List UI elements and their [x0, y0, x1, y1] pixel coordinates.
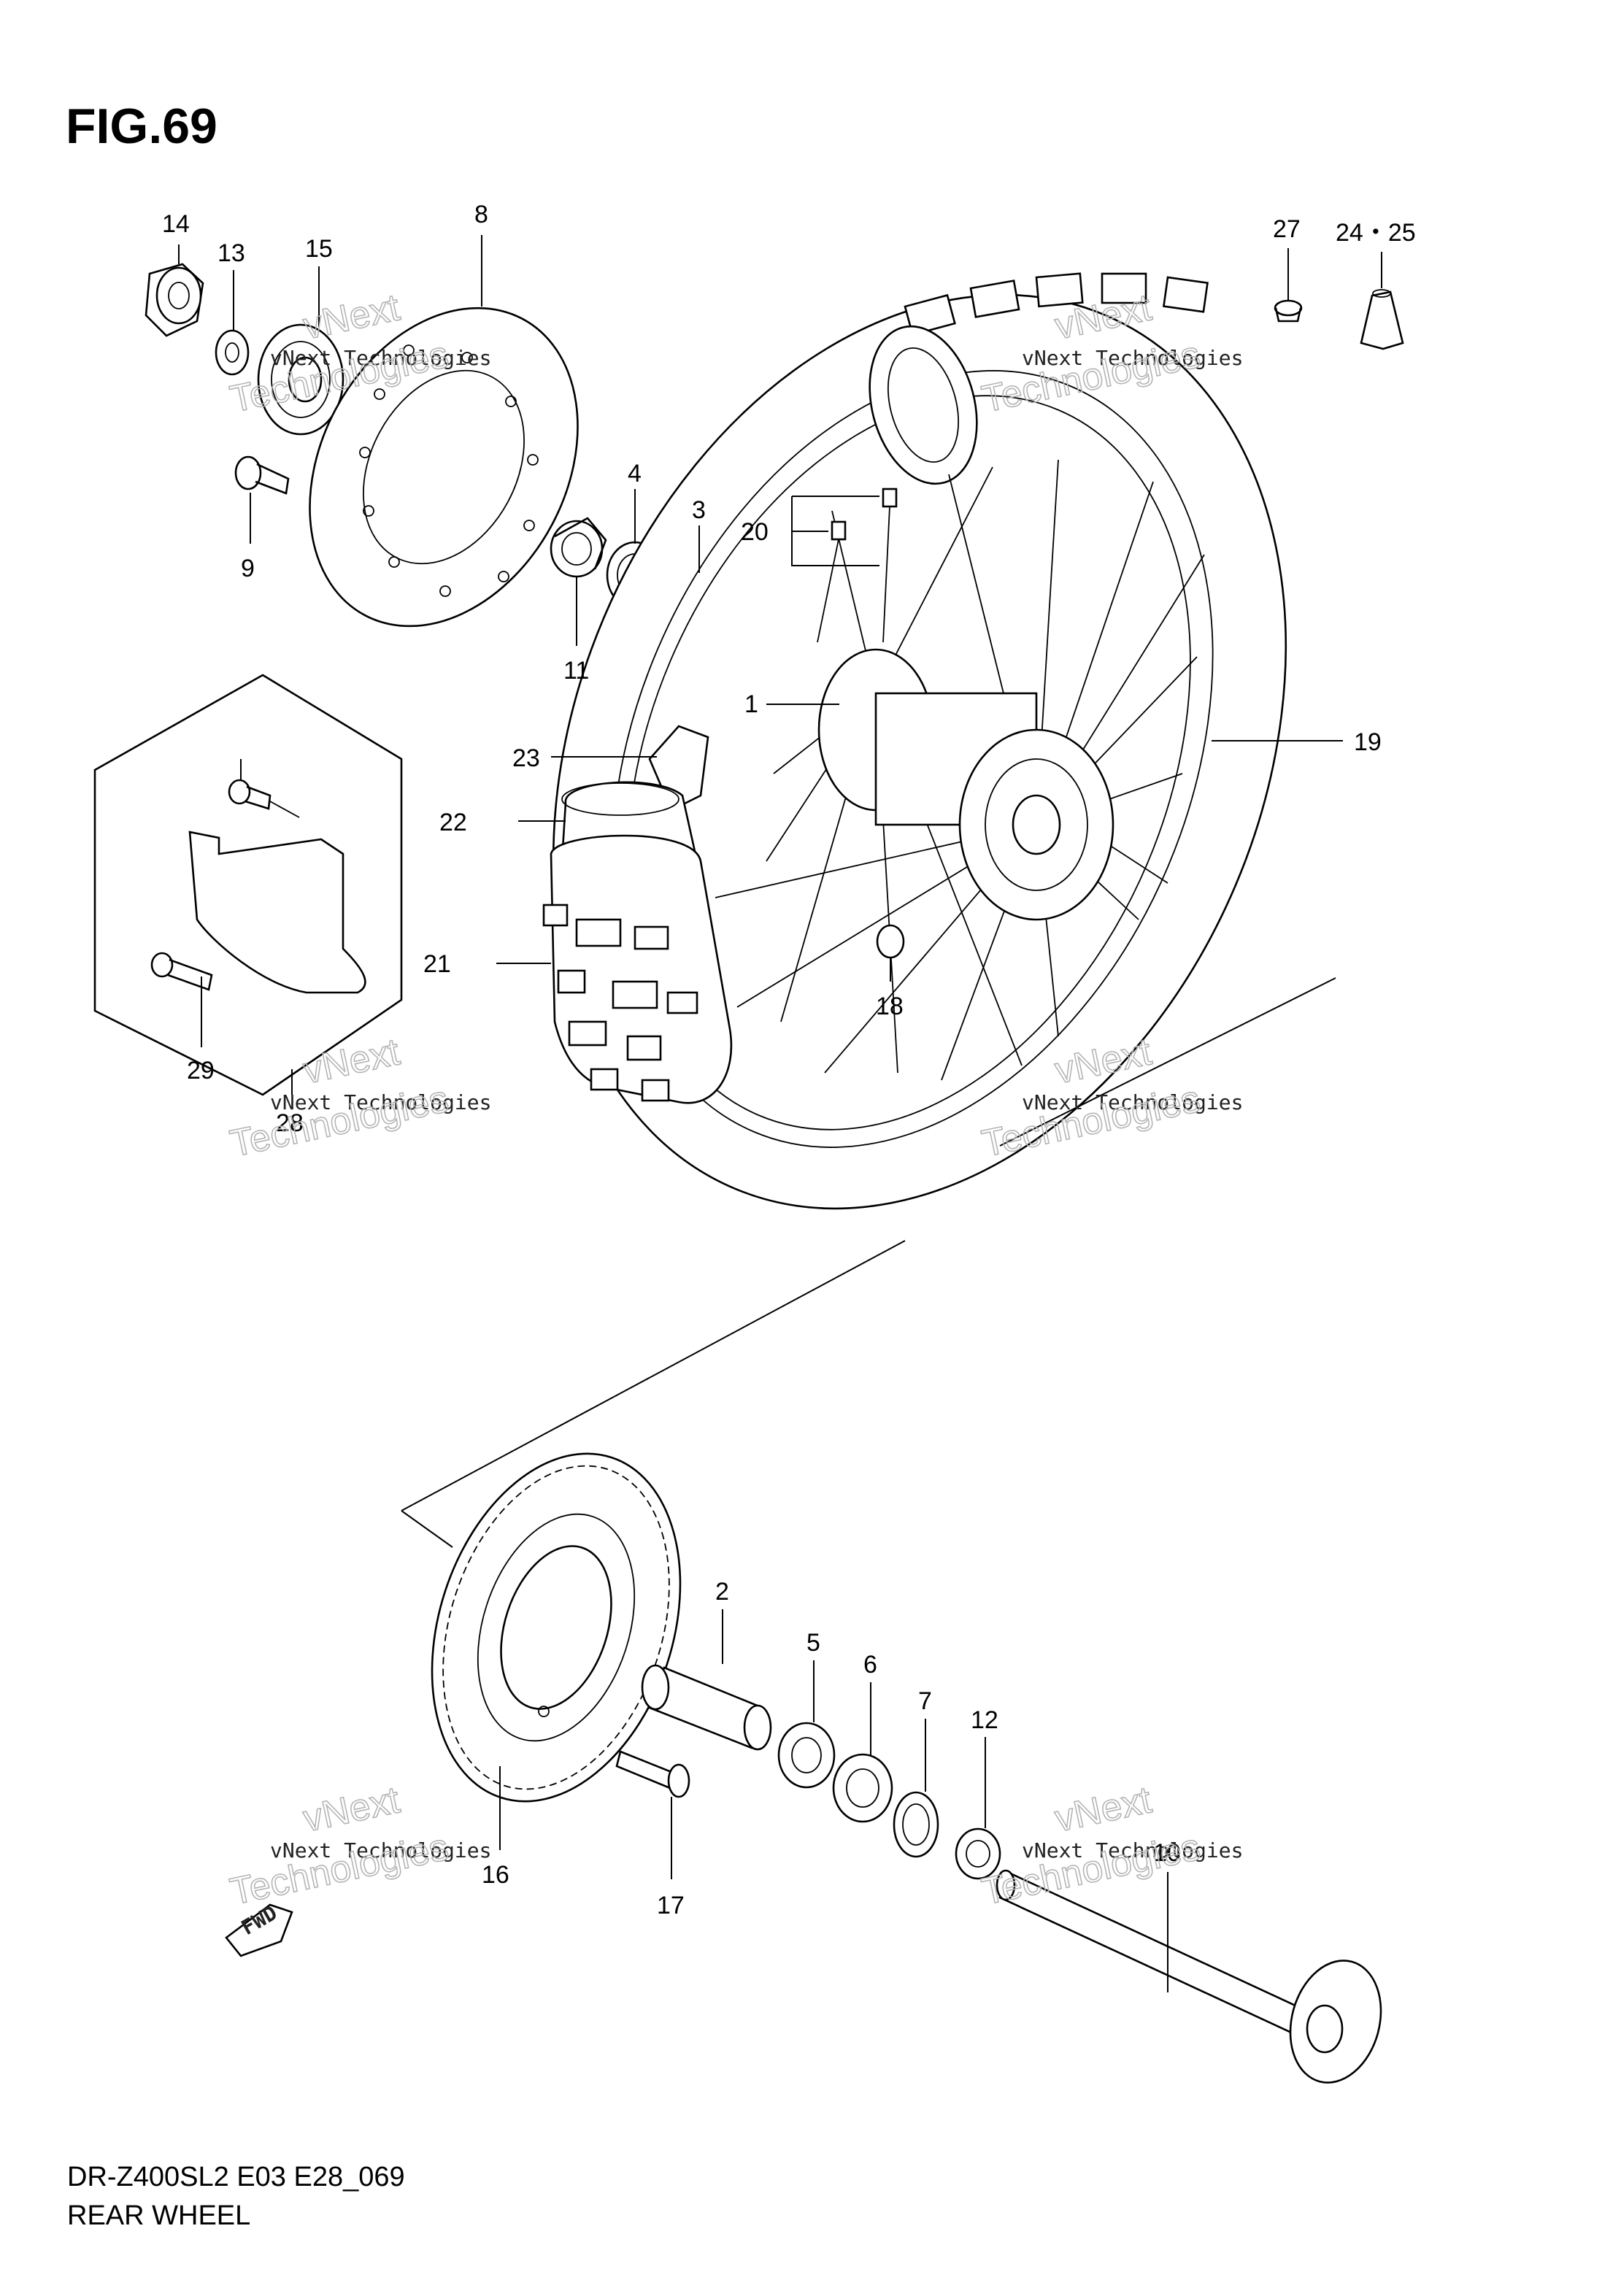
- callout-6: 6: [863, 1651, 877, 1679]
- callout-24-25: 24・25: [1336, 219, 1416, 247]
- part-6-bearing: [832, 1753, 893, 1823]
- svg-text:vNext Technologies: vNext Technologies: [1022, 346, 1243, 370]
- callout-26: 27: [1273, 215, 1301, 243]
- svg-text:vNext: vNext: [299, 1779, 404, 1840]
- svg-text:vNext: vNext: [299, 1030, 404, 1092]
- leader-lines: [178, 235, 1382, 1992]
- callout-16: 16: [482, 1861, 509, 1889]
- explode-line-axle: [401, 1510, 453, 1548]
- callout-15: 15: [305, 235, 333, 263]
- part-24-25-valve-nut: [1360, 289, 1404, 350]
- callout-labels: 14 13 15 8 9 11 4 3 20 1 19 23 22 21 18 …: [162, 201, 1416, 1919]
- svg-text:vNext Technologies: vNext Technologies: [1022, 1838, 1243, 1862]
- part-16-rear-sprocket: [431, 1452, 682, 1803]
- callout-5: 5: [806, 1629, 820, 1657]
- callout-9: 9: [241, 555, 255, 582]
- callout-28: 29: [187, 1057, 215, 1085]
- svg-text:vNext: vNext: [1051, 1779, 1155, 1840]
- callout-19: 19: [1354, 728, 1382, 756]
- watermark-bottom-left: vNext vNext Technologies Technologies: [226, 1778, 492, 1914]
- svg-text:vNext: vNext: [299, 286, 404, 347]
- callout-14: 14: [162, 210, 190, 238]
- svg-text:vNext Technologies: vNext Technologies: [270, 1838, 491, 1862]
- part-15-sprocket-mount: [257, 323, 344, 436]
- callout-21: 21: [423, 950, 451, 978]
- callout-13: 13: [217, 239, 245, 267]
- part-18-valve: [876, 924, 905, 959]
- part-17-bolt: [615, 1750, 690, 1798]
- svg-text:vNext Technologies: vNext Technologies: [270, 1090, 491, 1114]
- callout-4: 4: [628, 460, 642, 488]
- part-13-washer: [215, 329, 250, 376]
- watermark-bottom-right: vNext vNext Technologies Technologies: [978, 1778, 1244, 1914]
- svg-text:vNext Technologies: vNext Technologies: [270, 346, 491, 370]
- part-21-tire-cross-section: [542, 834, 733, 1104]
- callout-3: 3: [692, 496, 706, 524]
- part-1-hub: [817, 648, 1114, 921]
- footer-model-code: DR-Z400SL2 E03 E28_069: [67, 2162, 405, 2192]
- callout-8: 8: [474, 201, 488, 228]
- callout-20: 20: [741, 518, 769, 546]
- part-10-axle: [996, 1869, 1382, 2084]
- callout-27: 28: [276, 1109, 304, 1137]
- part-5-bearing: [777, 1722, 836, 1789]
- callout-11: 11: [563, 657, 589, 685]
- part-26-valve-cap: [1274, 299, 1303, 323]
- callout-10: 10: [1153, 1839, 1181, 1867]
- part-7-seal: [893, 1791, 939, 1858]
- callout-23: 23: [512, 744, 540, 772]
- callout-1: 1: [744, 690, 758, 718]
- part-8-brake-disc: [309, 307, 579, 628]
- part-11-spacer: [550, 517, 607, 578]
- watermark-mid-left: vNext vNext Technologies Technologies: [226, 1030, 492, 1166]
- callout-18: 18: [876, 993, 904, 1020]
- explode-line-lower: [401, 1240, 906, 1511]
- part-14-nut: [145, 263, 204, 337]
- explode-line-upper: [999, 977, 1336, 1147]
- part-12-spacer: [955, 1827, 1001, 1880]
- callout-2: 2: [715, 1578, 729, 1606]
- inset-box-27: [93, 674, 403, 1096]
- callout-12: 12: [971, 1706, 998, 1734]
- callout-17: 17: [657, 1892, 685, 1919]
- footer-caption: REAR WHEEL: [67, 2200, 250, 2231]
- part-9-bolt: [234, 455, 290, 495]
- callout-22: 22: [439, 809, 467, 836]
- callout-7: 7: [918, 1687, 932, 1715]
- part-20-spoke-nipples: [817, 488, 898, 643]
- figure-title: FIG.69: [66, 99, 217, 154]
- svg-text:vNext Technologies: vNext Technologies: [1022, 1090, 1243, 1114]
- part-2-collar: [641, 1664, 772, 1751]
